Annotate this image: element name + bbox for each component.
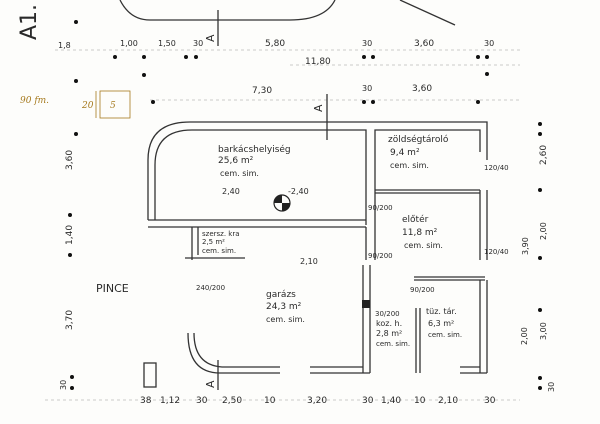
note-b: 5 [110, 101, 116, 111]
svg-text:11,8 m²: 11,8 m² [402, 228, 438, 238]
chimney [362, 300, 370, 308]
svg-text:1,40: 1,40 [65, 225, 75, 245]
svg-text:garázs: garázs [266, 290, 296, 300]
note-a: 20 [81, 101, 94, 111]
room-eloter: előtér 11,8 m² cem. sim. [402, 214, 443, 250]
svg-text:2,00: 2,00 [539, 222, 548, 240]
svg-text:30: 30 [362, 84, 372, 93]
level-label: 2,40 [222, 187, 240, 196]
svg-text:25,6 m²: 25,6 m² [218, 156, 254, 166]
dimensions-left: 3,60 1,40 3,70 30 [59, 150, 75, 390]
svg-text:7,30: 7,30 [252, 86, 272, 96]
svg-text:30: 30 [362, 39, 372, 48]
room-tuzelotarolo: tüz. tár. 6,3 m² cem. sim. [426, 307, 462, 339]
svg-text:2,00: 2,00 [520, 327, 529, 345]
svg-text:cem. sim.: cem. sim. [390, 161, 429, 170]
svg-text:38: 38 [140, 396, 152, 406]
dimensions-top: 1,8 1,00 1,50 30 5,80 30 3,60 30 11,80 7… [58, 39, 494, 96]
room-kozlekedo: koz. h. 2,8 m² cem. sim. [376, 319, 410, 348]
opening-label: 90/200 [410, 286, 435, 294]
svg-text:30: 30 [484, 396, 496, 406]
svg-text:3,20: 3,20 [307, 396, 327, 406]
room-garazs: garázs 24,3 m² cem. sim. [266, 290, 305, 324]
svg-text:koz. h.: koz. h. [376, 319, 402, 328]
svg-text:cem. sim.: cem. sim. [266, 315, 305, 324]
section-marker-top: A [204, 34, 217, 42]
svg-text:1,40: 1,40 [381, 396, 401, 406]
svg-text:2,50: 2,50 [222, 396, 242, 406]
svg-text:barkácshelyiség: barkácshelyiség [218, 144, 291, 155]
opening-label: 240/200 [196, 284, 225, 292]
opening-label: 90/200 [368, 204, 393, 212]
svg-text:3,70: 3,70 [65, 310, 75, 330]
svg-text:1,12: 1,12 [160, 396, 180, 406]
svg-text:30: 30 [484, 39, 494, 48]
svg-text:30: 30 [362, 396, 374, 406]
svg-text:2,8 m²: 2,8 m² [376, 329, 402, 338]
opening-label: 90/200 [368, 252, 393, 260]
opening-label: 120/40 [484, 248, 509, 256]
room-zoldsegtarolo: zöldségtároló 9,4 m² cem. sim. [388, 134, 449, 170]
svg-text:1,8: 1,8 [58, 41, 71, 50]
room-barkacshelyiseg: barkácshelyiség 25,6 m² cem. sim. [218, 144, 291, 178]
opening-label: 120/40 [484, 164, 509, 172]
floor-title: PINCE [96, 282, 129, 295]
svg-text:3,60: 3,60 [65, 150, 75, 170]
svg-text:cem. sim.: cem. sim. [428, 331, 462, 339]
svg-text:5,80: 5,80 [265, 39, 285, 49]
level-label: -2,40 [288, 187, 309, 196]
svg-text:cem. sim.: cem. sim. [376, 340, 410, 348]
svg-text:1,00: 1,00 [120, 39, 138, 48]
room-szerszamkamra: szersz. kra 2,5 m² cem. sim. [202, 230, 240, 255]
svg-text:30: 30 [59, 380, 68, 390]
svg-text:3,00: 3,00 [539, 322, 548, 340]
level-label: 2,10 [300, 257, 318, 266]
svg-text:30: 30 [193, 39, 203, 48]
svg-text:2,60: 2,60 [539, 145, 549, 165]
svg-text:3,60: 3,60 [412, 84, 432, 94]
upper-diagonal [399, 0, 456, 26]
svg-text:30: 30 [547, 382, 556, 392]
dimensions-right: 2,60 3,90 2,00 2,00 3,00 30 [520, 145, 556, 392]
svg-text:zöldségtároló: zöldségtároló [388, 134, 449, 145]
sheet-label: A1. [17, 4, 42, 40]
section-marker-mid: A [312, 104, 325, 112]
svg-text:6,3 m²: 6,3 m² [428, 319, 454, 328]
upper-outline [119, 0, 336, 21]
svg-text:3,60: 3,60 [414, 39, 434, 49]
dimension-dots [68, 20, 542, 390]
opening-label: 30/200 [375, 310, 400, 318]
svg-text:2,10: 2,10 [438, 396, 458, 406]
svg-text:tüz. tár.: tüz. tár. [426, 307, 457, 316]
svg-text:9,4 m²: 9,4 m² [390, 148, 420, 158]
svg-text:cem. sim.: cem. sim. [220, 169, 259, 178]
svg-text:2,5 m²: 2,5 m² [202, 238, 225, 246]
svg-text:szersz. kra: szersz. kra [202, 230, 240, 238]
svg-text:10: 10 [414, 396, 426, 406]
svg-text:cem. sim.: cem. sim. [404, 241, 443, 250]
walls [143, 94, 488, 390]
svg-text:24,3 m²: 24,3 m² [266, 302, 302, 312]
svg-text:3,90: 3,90 [521, 237, 530, 255]
dimensions-bottom: 38 1,12 30 2,50 10 3,20 30 1,40 10 2,10 … [140, 396, 496, 406]
section-marker-bottom: A [204, 380, 217, 388]
floor-drain-icon [273, 194, 291, 212]
svg-text:cem. sim.: cem. sim. [202, 247, 236, 255]
note-text: 90 fm. [20, 96, 49, 106]
svg-text:előtér: előtér [402, 214, 429, 225]
svg-text:11,80: 11,80 [305, 57, 331, 67]
svg-text:10: 10 [264, 396, 276, 406]
svg-text:1,50: 1,50 [158, 39, 176, 48]
svg-text:30: 30 [196, 396, 208, 406]
note-box [99, 90, 131, 119]
